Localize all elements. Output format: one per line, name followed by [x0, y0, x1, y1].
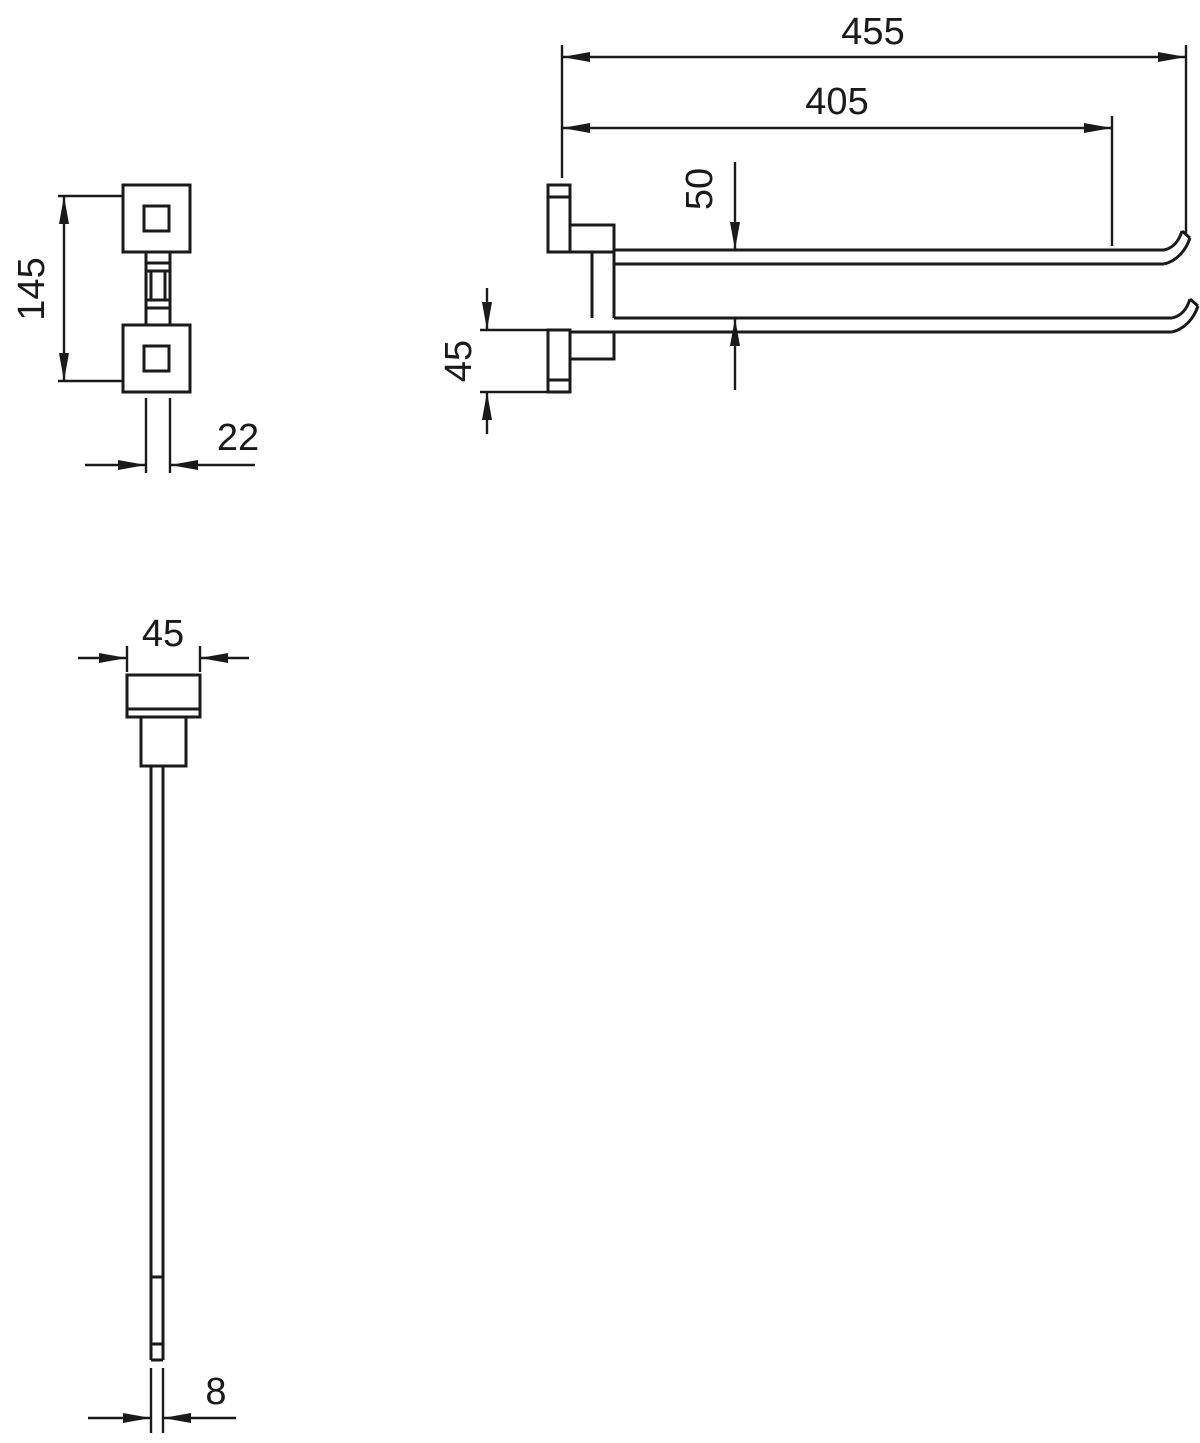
bottom-wall-plate: [121, 323, 192, 394]
dimension-145-arrow-down: [59, 353, 69, 381]
dimension-45-bottom: 45: [78, 613, 249, 672]
dimension-50-label: 50: [679, 168, 721, 210]
dimension-22-label: 22: [217, 417, 259, 459]
top-pivot-block: [568, 223, 616, 254]
dimension-405-arrow-left: [562, 123, 590, 133]
dimension-45-side-extension-lines: [480, 328, 548, 394]
dimension-455-extension-lines: [560, 45, 1188, 235]
dimension-50: 50: [679, 162, 740, 390]
dimension-455-arrow-right: [1158, 52, 1186, 62]
dimension-45-bottom-arrow-right: [99, 653, 127, 663]
front-bracket-view: 145 22: [11, 183, 259, 473]
bottom-view-pivot-block: [139, 715, 188, 768]
side-bottom-wall-plate: [546, 328, 572, 394]
bottom-view-arm-bar: [149, 766, 165, 1362]
dimension-145-arrow-up: [59, 196, 69, 224]
bottom-arm: [614, 297, 1200, 334]
dimension-8: 8: [88, 1368, 236, 1433]
top-arm-bar: [614, 248, 1164, 266]
bottom-arm-bar: [614, 316, 1172, 334]
bottom-wall-plate-boss: [142, 344, 171, 373]
dimension-405-label: 405: [805, 81, 868, 123]
bottom-view-wall-plate: [125, 673, 202, 719]
top-wall-plate: [121, 183, 192, 254]
dimension-145-label: 145: [11, 257, 53, 320]
pivot-post: [590, 252, 616, 318]
dimension-45-side-arrow-down: [482, 302, 492, 330]
dimension-45-side-arrow-up: [482, 392, 492, 420]
dimension-45-bottom-label: 45: [142, 613, 184, 655]
dimension-22: 22: [85, 398, 259, 473]
dimension-22-arrow-right: [118, 460, 146, 470]
bottom-arm-hook: [1171, 297, 1200, 334]
top-arm-hook: [1163, 229, 1192, 266]
top-arm: [614, 229, 1192, 266]
dimension-405-arrow-right: [1084, 123, 1112, 133]
dimension-8-arrow-right: [123, 1413, 151, 1423]
dimension-405: 405: [562, 81, 1114, 246]
dimension-45-side: 45: [438, 288, 548, 434]
dimension-8-arrow-left: [163, 1413, 191, 1423]
dimension-145-extension-lines: [58, 194, 123, 383]
dimension-455: 455: [560, 11, 1188, 235]
rod-shaft: [149, 271, 167, 300]
top-wall-plate-boss: [142, 204, 171, 233]
side-assembly-view: 455 405 50 45: [438, 11, 1200, 434]
dimension-8-label: 8: [205, 1371, 226, 1413]
dimension-50-arrow-down: [730, 222, 740, 250]
dimension-45-side-label: 45: [438, 340, 480, 382]
dimension-22-arrow-left: [170, 460, 198, 470]
arm-bar-end-details: [151, 1275, 163, 1346]
dimension-22-extension-lines: [144, 398, 172, 473]
arm-bar-outline: [149, 766, 165, 1362]
side-top-wall-plate: [546, 183, 572, 254]
dimension-455-arrow-left: [562, 52, 590, 62]
dimension-50-arrow-up: [730, 318, 740, 346]
arm-bottom-view: 45 8: [78, 613, 249, 1433]
dimension-45-bottom-arrow-left: [200, 653, 228, 663]
dimension-455-label: 455: [841, 11, 904, 53]
dimension-8-extension-lines: [149, 1368, 165, 1433]
bottom-pivot-block: [568, 330, 616, 361]
dimension-145: 145: [11, 194, 123, 383]
rod-collars: [146, 261, 170, 310]
